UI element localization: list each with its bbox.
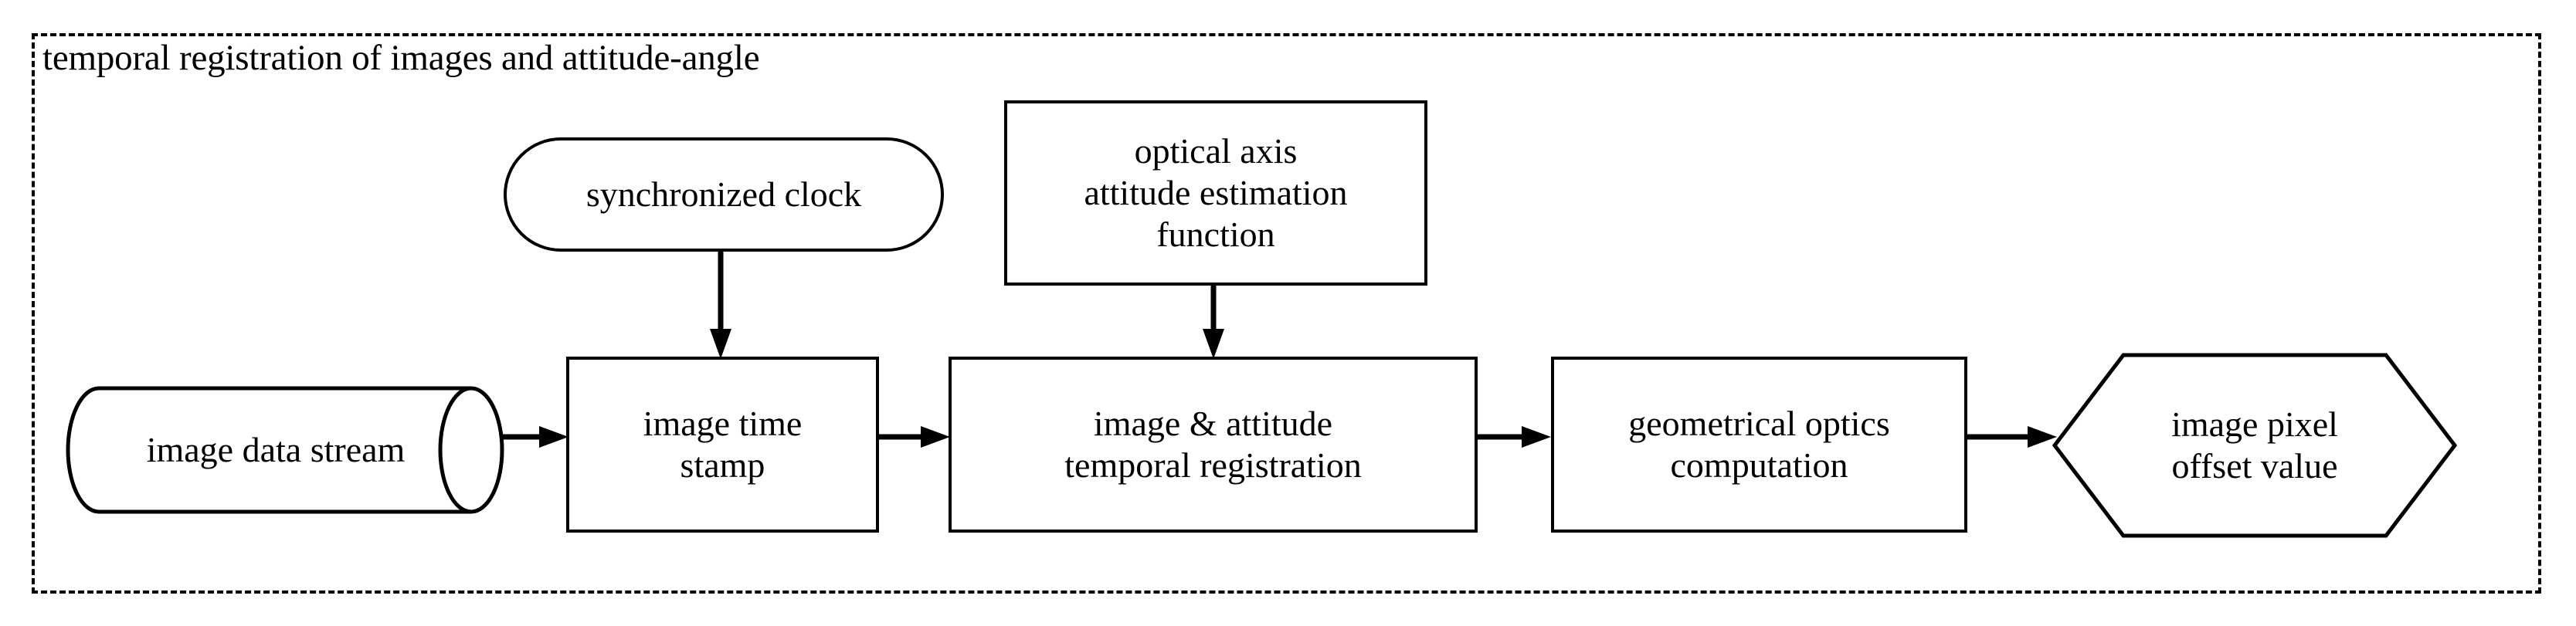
diagram-title: temporal registration of images and atti…	[42, 38, 760, 78]
node-synchronized-clock[interactable]: synchronized clock	[504, 137, 944, 252]
node-geometrical-optics-computation[interactable]: geometrical optics computation	[1551, 357, 1967, 533]
edge-registration-to-optics	[1475, 425, 1554, 448]
node-image-attitude-temporal-registration[interactable]: image & attitude temporal registration	[949, 357, 1478, 533]
node-geometrical-optics-computation-label: geometrical optics computation	[1628, 403, 1890, 485]
cylinder-shape	[66, 386, 504, 514]
edge-optical-axis-to-registration	[1202, 283, 1225, 361]
node-image-time-stamp-label: image time stamp	[643, 403, 803, 485]
node-optical-axis-attitude-estimation-function-label: optical axis attitude estimation functio…	[1084, 130, 1348, 255]
edge-time-stamp-to-registration	[876, 425, 953, 448]
node-synchronized-clock-label: synchronized clock	[585, 174, 862, 214]
node-image-attitude-temporal-registration-label: image & attitude temporal registration	[1064, 403, 1362, 485]
node-optical-axis-attitude-estimation-function[interactable]: optical axis attitude estimation functio…	[1004, 100, 1427, 286]
hexagon-shape	[2052, 353, 2458, 538]
node-image-time-stamp[interactable]: image time stamp	[566, 357, 879, 533]
grouping-frame	[32, 33, 2541, 594]
node-image-pixel-offset-value-label: image pixel offset value	[2171, 404, 2338, 486]
edge-data-stream-to-time-stamp	[501, 425, 572, 448]
edge-optics-to-offset-value	[1964, 425, 2061, 448]
node-image-data-stream-label: image data stream	[146, 429, 406, 469]
node-image-data-stream[interactable]: image data stream	[66, 386, 504, 514]
node-image-pixel-offset-value[interactable]: image pixel offset value	[2052, 352, 2458, 539]
edge-clock-to-time-stamp	[709, 249, 732, 361]
